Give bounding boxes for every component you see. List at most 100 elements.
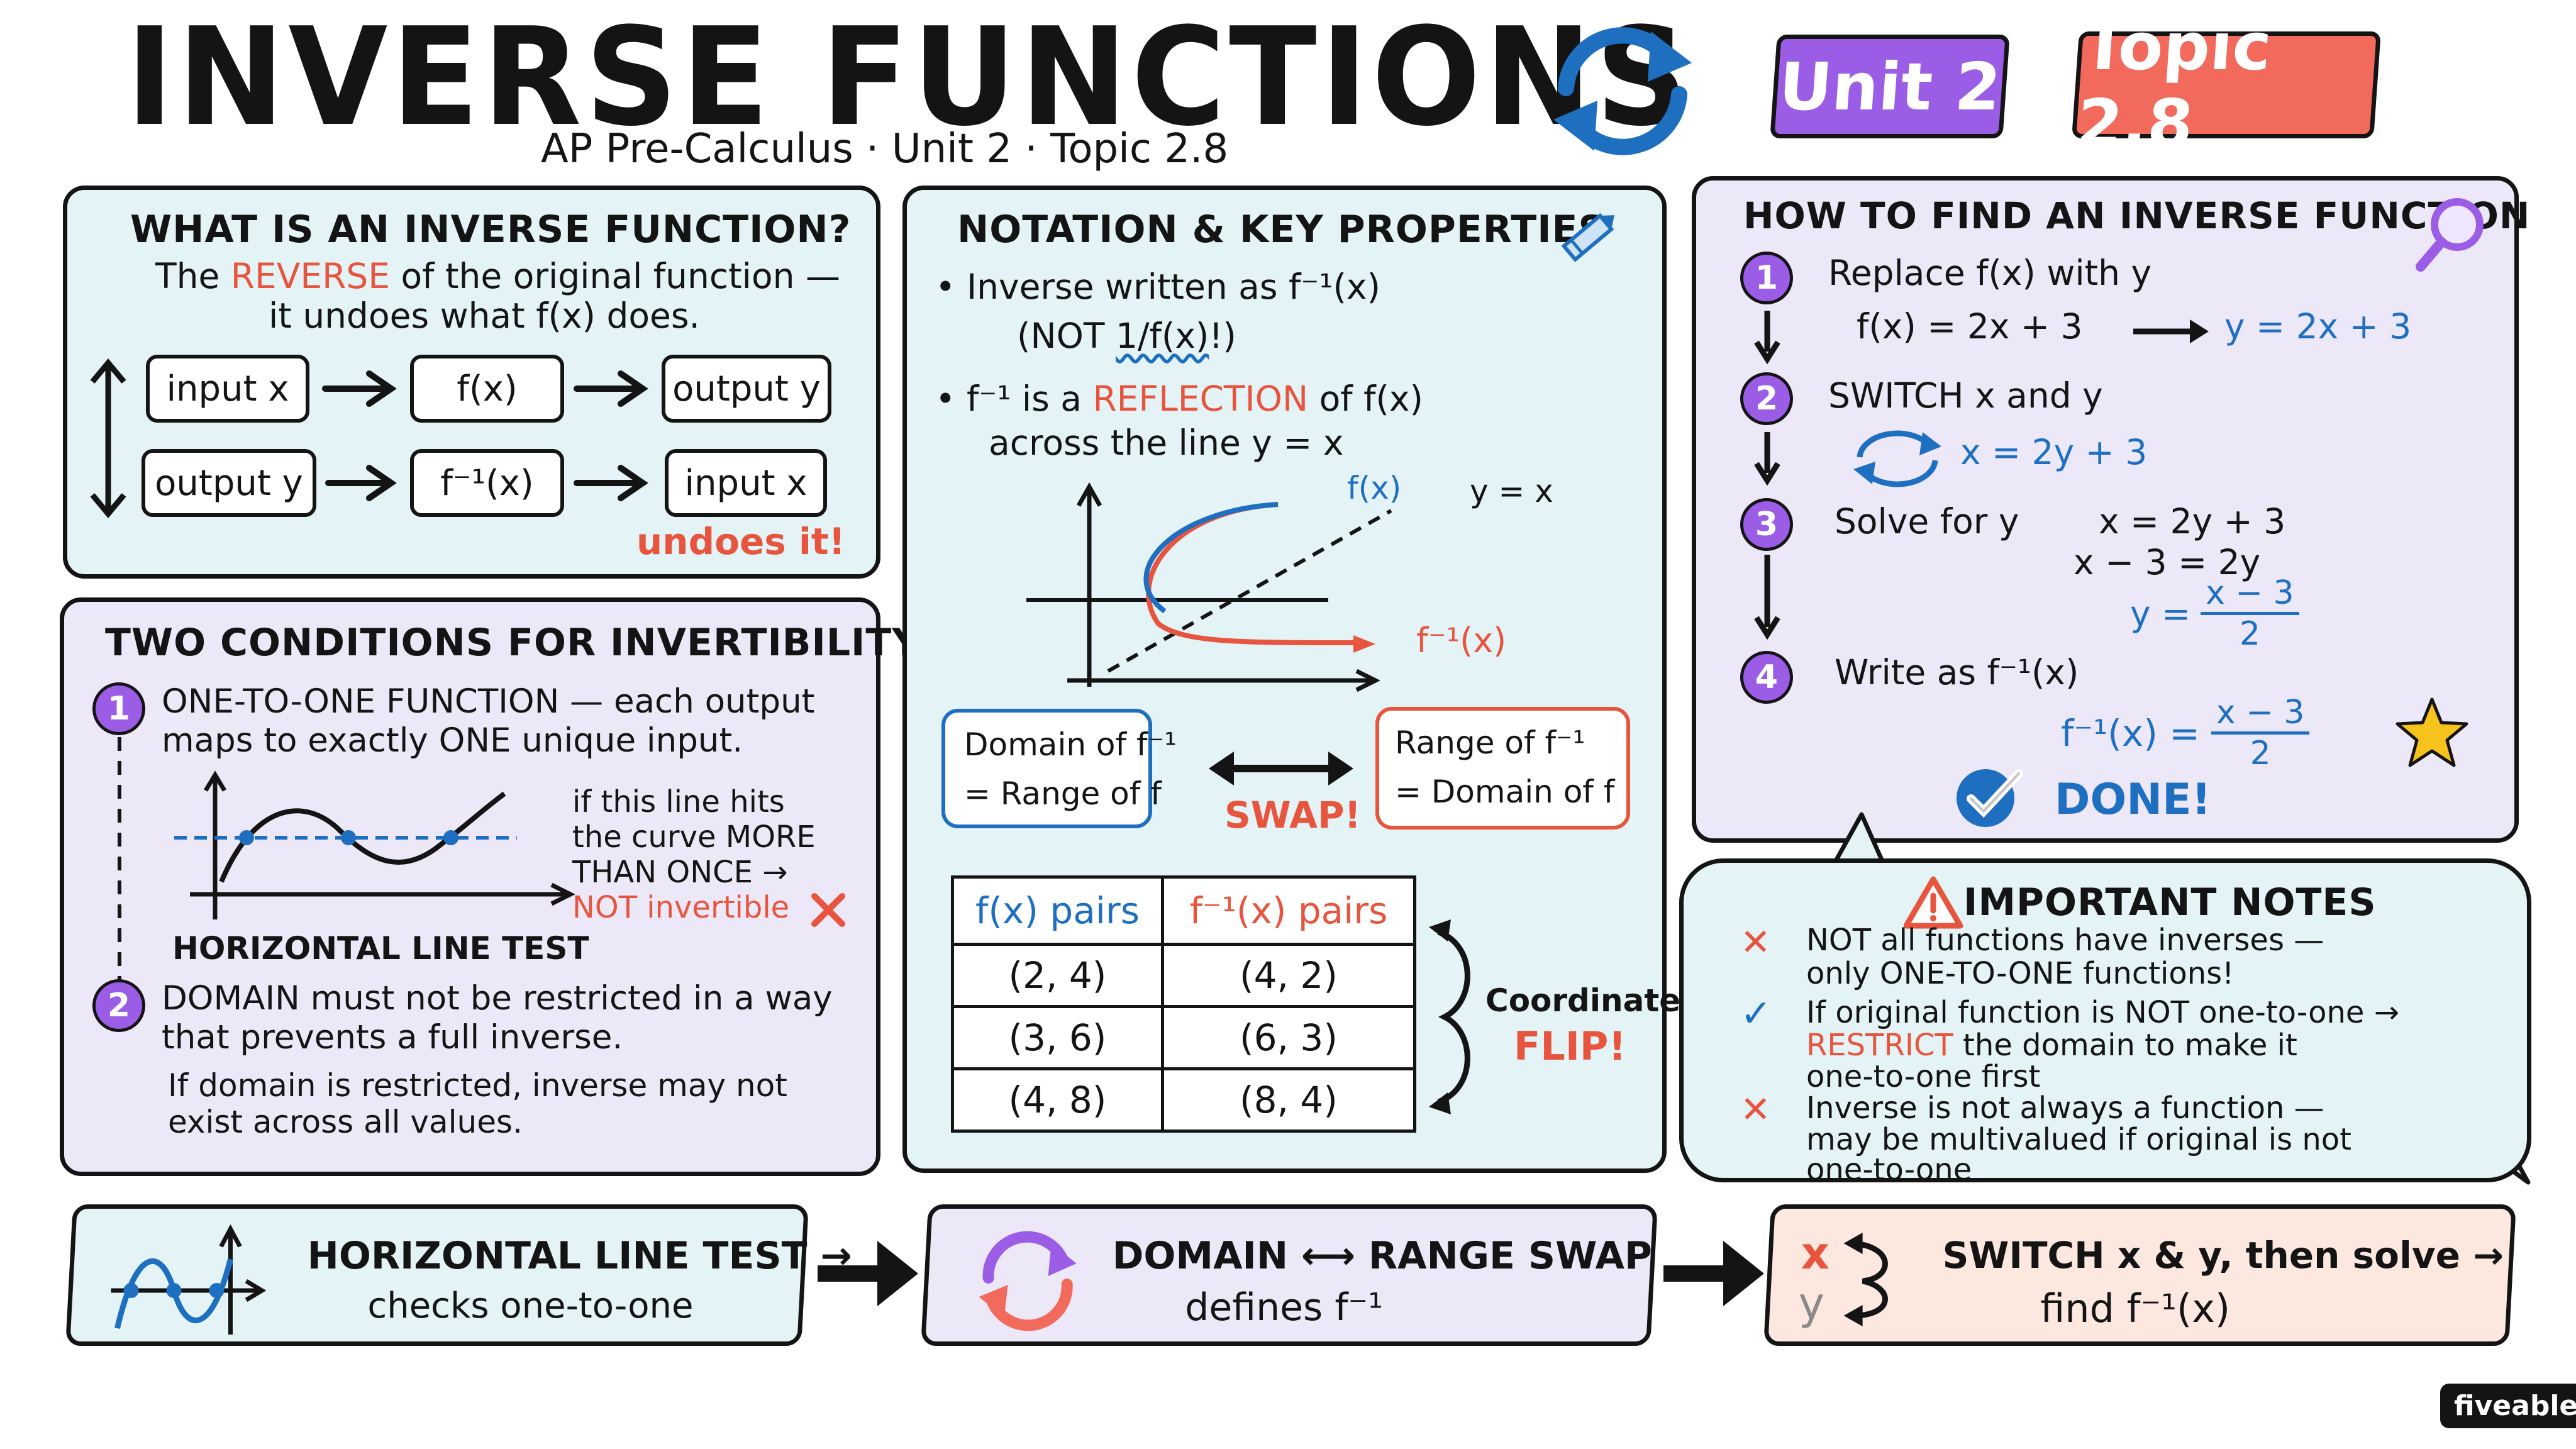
step-4-number: 4 xyxy=(1740,651,1793,704)
bullet-2-line1: • f⁻¹ is a REFLECTION of f(x) xyxy=(935,379,1423,419)
summary-box-1: HORIZONTAL LINE TEST → checks one-to-one xyxy=(65,1204,852,1346)
note-1-x-icon: ✕ xyxy=(1740,921,1771,963)
step-2-eq: x = 2y + 3 xyxy=(1960,432,2148,472)
flow-box-output-y: output y xyxy=(662,355,831,423)
side-note-line3: THAN ONCE → xyxy=(572,855,788,890)
note-3-line1: Inverse is not always a function — xyxy=(1806,1091,2324,1126)
table-cell: (3, 6) xyxy=(951,1005,1164,1070)
down-arrow-1 xyxy=(1754,311,1780,364)
wave-graph-icon xyxy=(111,1224,267,1335)
flow-arrows xyxy=(322,370,648,501)
coordinates-label: Coordinates xyxy=(1485,982,1699,1019)
down-arrow-3 xyxy=(1754,555,1780,640)
table-cell: (4, 8) xyxy=(951,1067,1164,1133)
step-3-number: 3 xyxy=(1740,498,1793,551)
bullet-1-line2: (NOT 1/f(x)!) xyxy=(1017,316,1236,356)
note-2-line1: If original function is NOT one-to-one → xyxy=(1806,995,2399,1030)
notes-heading: IMPORTANT NOTES xyxy=(1963,880,2377,924)
summary-2-line1: DOMAIN ⟷ RANGE SWAP xyxy=(1112,1234,1652,1278)
howto-panel: HOW TO FIND AN INVERSE FUNCTION 1 Replac… xyxy=(1692,176,2529,843)
notation-panel: NOTATION & KEY PROPERTIES • Inverse writ… xyxy=(902,186,1699,1173)
condition-2-number: 2 xyxy=(92,979,145,1032)
condition-1-number: 1 xyxy=(92,682,145,735)
condition-1-line1: ONE-TO-ONE FUNCTION — each output xyxy=(162,682,815,721)
condition-2-line4: exist across all values. xyxy=(168,1104,523,1140)
domain-box: Domain of f⁻¹ = Range of f xyxy=(941,709,1177,828)
what-is-line2: it undoes what f(x) does. xyxy=(269,296,701,336)
flow-box-finv: f⁻¹(x) xyxy=(410,449,564,517)
flip-label: FLIP! xyxy=(1514,1023,1626,1069)
pairs-table: f(x) pairs f⁻¹(x) pairs (2, 4) (4, 2) (3… xyxy=(951,875,1417,1133)
summary-3-icon-y: y xyxy=(1798,1278,1825,1330)
swap-arrow-icon xyxy=(1209,752,1353,786)
reflection-graph xyxy=(1026,482,1392,692)
step-4-text: Write as f⁻¹(x) xyxy=(1835,652,2079,692)
note-3-line3: one-to-one xyxy=(1806,1152,1972,1187)
double-arrow-icon xyxy=(90,358,126,519)
what-is-panel: WHAT IS AN INVERSE FUNCTION? The REVERSE… xyxy=(63,186,880,579)
step-1-eq-right: y = 2x + 3 xyxy=(2224,306,2412,347)
graph-label-yx: y = x xyxy=(1470,473,1553,509)
side-note-line1: if this line hits xyxy=(572,784,785,819)
x-mark-icon xyxy=(811,893,845,927)
note-1-line2: only ONE-TO-ONE functions! xyxy=(1806,956,2235,991)
step-3-text: Solve for y xyxy=(1835,501,2019,541)
what-is-line1: The REVERSE of the original function — xyxy=(155,256,840,296)
table-row: (3, 6) (6, 3) xyxy=(951,1005,1417,1070)
refresh-icon xyxy=(1553,27,1692,155)
table-cell: (6, 3) xyxy=(1160,1005,1417,1070)
summary-2-line2: defines f⁻¹ xyxy=(1185,1285,1384,1330)
flow-box-input-x: input x xyxy=(146,355,309,423)
step-2-number: 2 xyxy=(1740,372,1793,425)
side-note-line4: NOT invertible xyxy=(572,890,790,925)
howto-heading: HOW TO FIND AN INVERSE FUNCTION xyxy=(1743,194,2531,237)
note-2-line2: RESTRICT the domain to make it xyxy=(1806,1028,2297,1063)
table-header-row: f(x) pairs f⁻¹(x) pairs xyxy=(951,875,1417,946)
graph-label-fx: f(x) xyxy=(1347,470,1402,506)
graph-label-hlt: HORIZONTAL LINE TEST xyxy=(172,930,589,967)
step-1-eq-left: f(x) = 2x + 3 xyxy=(1857,306,2083,347)
note-3-line2: may be multivalued if original is not xyxy=(1806,1122,2351,1157)
side-note-line2: the curve MORE xyxy=(572,819,816,855)
unit-badge: Unit 2 xyxy=(1770,35,2010,138)
bullet-2-line2: across the line y = x xyxy=(989,423,1344,463)
pencil-icon xyxy=(1561,213,1614,262)
condition-2-line3: If domain is restricted, inverse may not xyxy=(168,1067,787,1104)
flow-box-input-x-2: input x xyxy=(665,449,827,517)
horizontal-line-test-graph xyxy=(174,770,575,919)
cycle-icon xyxy=(979,1231,1077,1331)
table-cell: (2, 4) xyxy=(951,943,1164,1008)
magnifier-icon xyxy=(2416,198,2484,272)
note-2-check-icon: ✓ xyxy=(1740,992,1772,1036)
swap-cycle-icon xyxy=(1853,430,1941,487)
step-1-number: 1 xyxy=(1740,252,1793,304)
notes-panel: IMPORTANT NOTES ✕ NOT all functions have… xyxy=(1679,858,2531,1187)
summary-arrow-2 xyxy=(1663,1241,1764,1306)
step-2-text: SWITCH x and y xyxy=(1828,375,2103,416)
notation-heading: NOTATION & KEY PROPERTIES xyxy=(957,208,1606,252)
check-circle-icon xyxy=(1957,769,2023,827)
summary-box-2: DOMAIN ⟷ RANGE SWAP defines f⁻¹ xyxy=(921,1204,1658,1346)
note-2-line3: one-to-one first xyxy=(1806,1059,2041,1094)
table-row: (2, 4) (4, 2) xyxy=(951,943,1417,1008)
flip-arrows-icon xyxy=(1429,919,1470,1114)
star-icon xyxy=(2396,697,2468,767)
undoes-it-note: undoes it! xyxy=(636,520,846,563)
step-3-eq1: x = 2y + 3 xyxy=(2099,501,2286,541)
table-header-fx: f(x) pairs xyxy=(951,875,1164,946)
bullet-1-line1: • Inverse written as f⁻¹(x) xyxy=(935,267,1380,307)
step-3-eq2: x − 3 = 2y xyxy=(2074,542,2261,582)
fiveable-logo: fiveable xyxy=(2440,1384,2576,1428)
note-1-line1: NOT all functions have inverses — xyxy=(1806,923,2324,958)
done-label: DONE! xyxy=(2055,775,2211,824)
summary-1-line1: HORIZONTAL LINE TEST → xyxy=(307,1234,852,1278)
step-1-text: Replace f(x) with y xyxy=(1828,253,2152,293)
range-box: Range of f⁻¹ = Domain of f xyxy=(1375,707,1630,830)
swap-label: SWAP! xyxy=(1224,794,1361,836)
summary-3-icon-x: x xyxy=(1801,1228,1829,1279)
conditions-panel: TWO CONDITIONS FOR INVERTIBILITY 1 ONE-T… xyxy=(60,597,919,1176)
condition-2-line2: that prevents a full inverse. xyxy=(162,1018,623,1057)
table-row: (4, 8) (8, 4) xyxy=(951,1067,1417,1133)
table-cell: (8, 4) xyxy=(1160,1067,1417,1133)
